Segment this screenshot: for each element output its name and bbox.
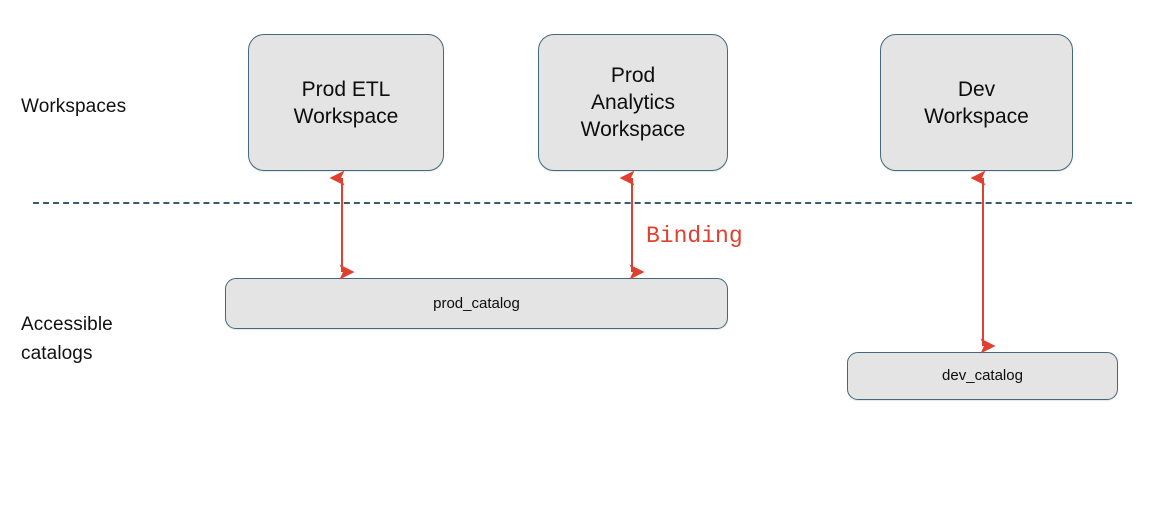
node-prod-analytics-workspace[interactable]: Prod Analytics Workspace [538,34,728,171]
node-label-prod-analytics-workspace: Prod Analytics Workspace [580,64,686,141]
node-label-prod-etl-workspace: Prod ETL Workspace [293,77,399,128]
node-dev-catalog[interactable]: dev_catalog [847,352,1118,400]
annotation-binding-label: Binding [646,223,743,249]
row-label-workspaces: Workspaces [21,96,127,117]
node-prod-etl-workspace[interactable]: Prod ETL Workspace [248,34,444,171]
node-label-dev-workspace: Dev Workspace [924,77,1029,128]
row-label-accessible-catalogs: Accessible catalogs [21,314,113,364]
node-prod-catalog[interactable]: prod_catalog [225,278,728,329]
node-label-dev-catalog: dev_catalog [942,367,1023,384]
node-label-prod-catalog: prod_catalog [433,294,520,312]
node-dev-workspace[interactable]: Dev Workspace [880,34,1073,171]
boundary-divider-line [33,202,1132,204]
